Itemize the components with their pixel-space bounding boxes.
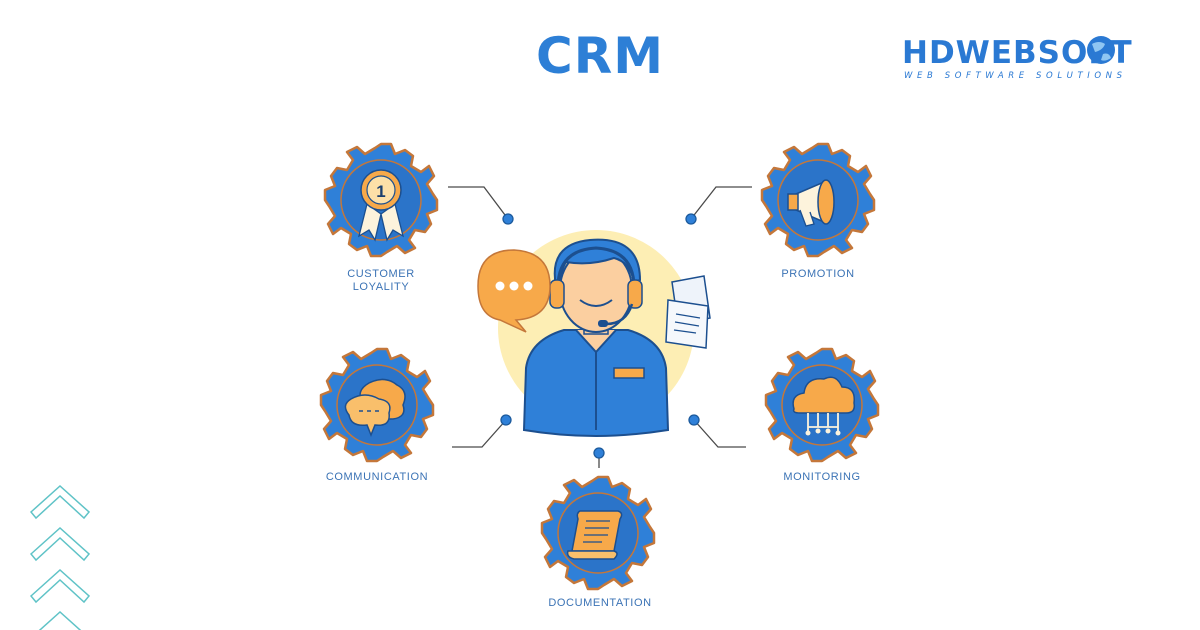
connector-dot-communication <box>500 414 512 426</box>
node-communication <box>319 347 435 463</box>
speech-bubble <box>477 249 551 333</box>
chevron-up-icon <box>29 526 91 562</box>
connector-monitoring <box>693 419 746 448</box>
label-promotion: PROMOTION <box>781 268 855 280</box>
connector-dot-customer-loyalty <box>502 213 514 225</box>
label-customer-loyalty: CUSTOMER LOYALITY <box>347 268 415 293</box>
node-monitoring <box>764 347 880 463</box>
chevron-decoration <box>29 484 91 630</box>
label-documentation: DOCUMENTATION <box>548 597 652 609</box>
node-documentation <box>540 475 656 591</box>
connector-promotion <box>690 186 752 220</box>
scroll-icon <box>566 510 623 560</box>
name-tag <box>613 367 645 379</box>
cloud-network-icon <box>792 376 856 436</box>
medal-icon: 1 <box>357 169 405 242</box>
megaphone-icon <box>787 179 835 227</box>
brand-tagline: WEB SOFTWARE SOLUTIONS <box>904 71 1127 81</box>
documents-icon <box>665 275 711 349</box>
chevron-up-icon <box>29 568 91 604</box>
page-title: CRM <box>536 27 664 85</box>
connector-communication <box>452 419 507 448</box>
connector-dot-documentation <box>593 447 605 459</box>
chevron-up-icon <box>29 484 91 520</box>
node-customer-loyalty: 1 <box>323 142 439 258</box>
connector-customer-loyalty <box>448 186 509 220</box>
medal-number: 1 <box>376 182 385 201</box>
node-promotion <box>760 142 876 258</box>
chat-bubbles-icon <box>344 378 406 438</box>
center-figure <box>477 230 711 438</box>
connector-dot-monitoring <box>688 414 700 426</box>
connector-dot-promotion <box>685 213 697 225</box>
chevron-up-icon <box>38 610 82 630</box>
headset-right <box>627 279 643 309</box>
connector-lines <box>448 186 752 468</box>
globe-icon <box>1087 36 1115 64</box>
label-monitoring: MONITORING <box>783 471 861 483</box>
headset-left <box>549 279 565 309</box>
label-communication: COMMUNICATION <box>325 471 429 483</box>
